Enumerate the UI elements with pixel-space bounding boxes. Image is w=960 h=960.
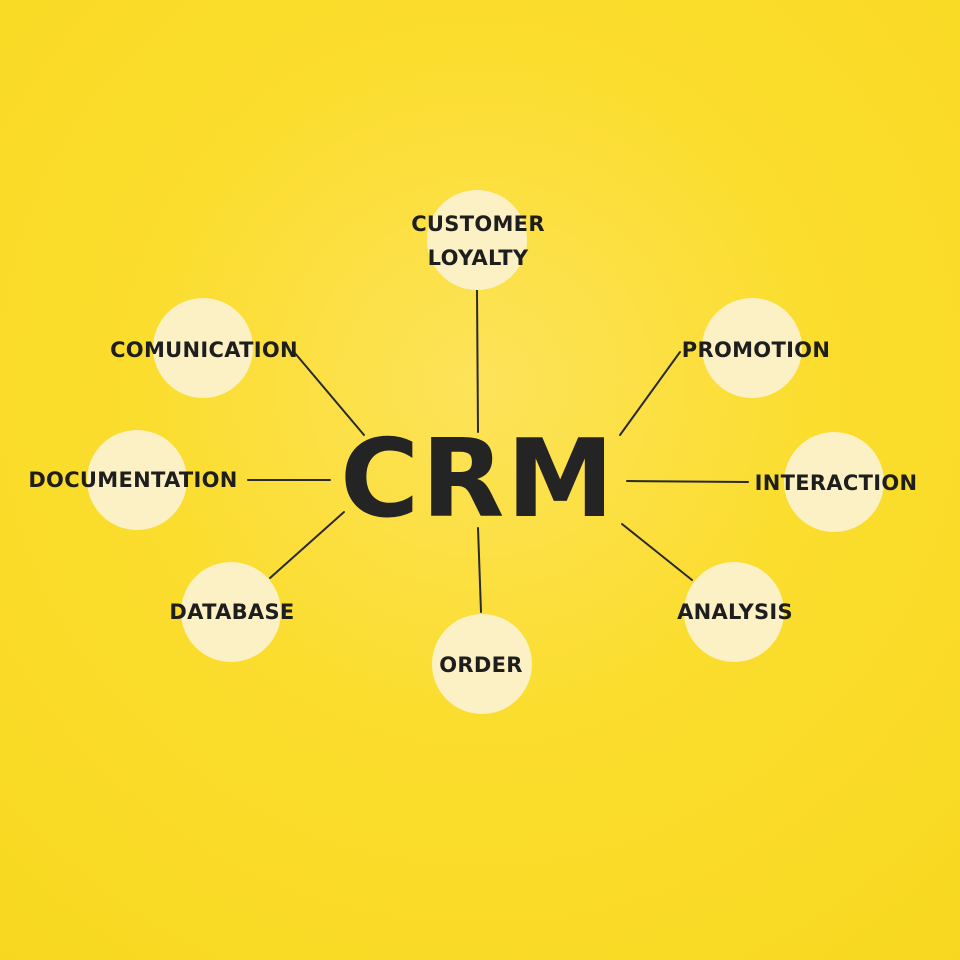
node-circle-promotion	[702, 298, 802, 398]
connector-comunication	[293, 351, 365, 436]
node-circle-customer-loyalty	[427, 190, 527, 290]
node-circle-analysis	[684, 562, 784, 662]
node-circle-database	[181, 562, 281, 662]
connector-promotion	[619, 351, 681, 436]
connector-database	[269, 511, 345, 579]
node-label-customer-loyalty: CUSTOMER LOYALTY	[411, 212, 545, 270]
crm-center-label: CRM	[340, 417, 616, 542]
node-circle-interaction	[784, 432, 884, 532]
node-label-promotion: PROMOTION	[681, 338, 831, 362]
connector-customer-loyalty	[476, 289, 479, 433]
node-label-documentation: DOCUMENTATION	[28, 468, 238, 492]
connector-interaction	[626, 480, 749, 483]
node-circle-order	[432, 614, 532, 714]
node-label-interaction: INTERACTION	[754, 471, 918, 495]
node-label-comunication: COMUNICATION	[110, 338, 298, 362]
node-label-analysis: ANALYSIS	[677, 600, 793, 624]
connector-order	[477, 527, 482, 613]
connector-analysis	[621, 523, 693, 581]
node-circle-comunication	[153, 298, 253, 398]
node-circle-documentation	[87, 430, 187, 530]
node-label-database: DATABASE	[169, 600, 295, 624]
node-label-order: ORDER	[439, 653, 523, 677]
